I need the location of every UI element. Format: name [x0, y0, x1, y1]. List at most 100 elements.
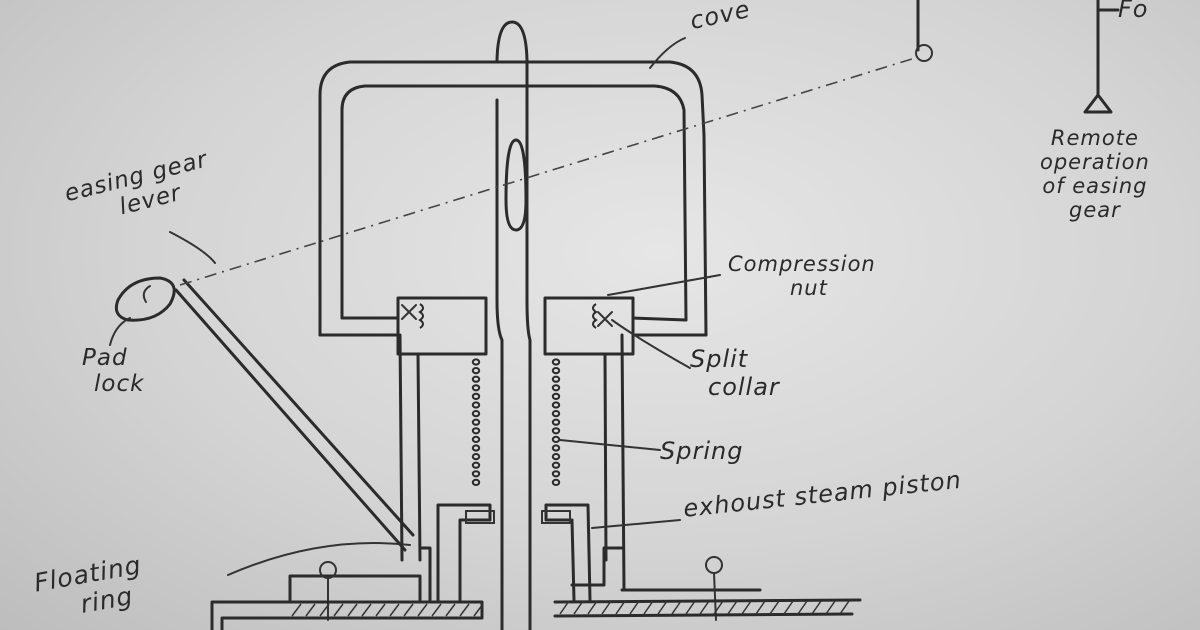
piston-cap-right: [541, 510, 571, 524]
hatch-line: [417, 603, 428, 617]
cover-right-wall: [702, 133, 708, 337]
hatch-line: [797, 600, 808, 615]
spring-coil: [551, 444, 561, 452]
spring-coil: [471, 427, 481, 435]
spring-coil: [551, 461, 561, 469]
spindle-top: [495, 20, 529, 102]
hatch-line: [825, 600, 836, 615]
spring-coil: [551, 384, 561, 392]
leader-spring: [559, 439, 661, 451]
leader-compression: [607, 274, 721, 296]
hatch-line: [741, 600, 752, 615]
spring-right: [551, 358, 561, 486]
hatch-line: [459, 603, 470, 617]
label-compression-line-1: Compression: [728, 252, 876, 276]
spring-coil: [471, 470, 481, 478]
hatch-line: [573, 600, 584, 615]
piston-cap-left: [465, 510, 495, 524]
spring-coil: [551, 470, 561, 478]
hatch-line: [403, 603, 414, 617]
hatch-line: [587, 600, 598, 615]
spring-coil: [471, 392, 481, 400]
label-compression-nut: Compression nut: [728, 252, 876, 300]
spring-coil: [551, 392, 561, 400]
spring-coil: [471, 453, 481, 461]
cover-outline: [318, 60, 706, 337]
leader-split: [611, 319, 691, 369]
collar-coil-left: [418, 303, 424, 329]
hatch-line: [389, 603, 400, 617]
body-wall-right-inner: [603, 352, 608, 562]
spring-coil: [471, 358, 481, 366]
collar-coil-right: [592, 303, 598, 329]
hatch-line: [559, 600, 570, 615]
spring-coil: [551, 478, 561, 486]
hatch-line: [615, 600, 626, 615]
body-wall-right-outer: [620, 333, 626, 592]
remote-triangle: [1083, 93, 1113, 114]
spring-coil: [471, 478, 481, 486]
body-wall-left-inner: [416, 352, 422, 562]
spindle-left: [495, 98, 504, 630]
spindle-right: [525, 98, 532, 630]
spindle-slot: [504, 138, 528, 232]
hatch-line: [629, 600, 640, 615]
label-padlock-line-2: lock: [94, 371, 145, 398]
hatch-line: [473, 603, 484, 617]
spring-coil: [551, 435, 561, 443]
spring-coil: [471, 401, 481, 409]
spring-coil: [551, 401, 561, 409]
leader-cover: [649, 37, 686, 69]
label-remote-line-3: of easing: [1042, 174, 1148, 199]
hatch-line: [347, 603, 358, 617]
easing-lever-arm: [174, 278, 415, 552]
hatch-line: [727, 600, 738, 615]
spring-coil: [551, 358, 561, 366]
hatch-line: [643, 600, 654, 615]
label-remote-operation: Remote operation of easing gear: [1040, 126, 1150, 223]
spring-coil: [471, 410, 481, 418]
hatch-line: [291, 603, 302, 617]
spring-coil: [471, 435, 481, 443]
hatch-line: [783, 600, 794, 615]
hatch-line: [445, 603, 456, 617]
spring-coil: [471, 367, 481, 375]
cover-base-right: [631, 316, 708, 337]
floating-ring-arc: [227, 542, 411, 576]
cover-inner: [340, 84, 688, 322]
leader-lever: [169, 231, 216, 264]
spring-coil: [551, 410, 561, 418]
hatch-line: [811, 600, 822, 615]
piston-left: [436, 503, 492, 602]
label-compression-line-2: nut: [790, 276, 828, 301]
hatch-line: [319, 603, 330, 617]
bolt-right: [705, 556, 723, 574]
label-spring: Spring: [660, 437, 744, 465]
hatch-line: [839, 600, 850, 615]
body-wall-left-outer: [398, 333, 404, 562]
spring-coil: [551, 375, 561, 383]
base-plate-right: [553, 598, 862, 618]
hatch-line: [699, 600, 710, 615]
label-remote-line-4: gear: [1069, 198, 1121, 223]
hatch-line: [431, 603, 442, 617]
split-collar-left: [401, 304, 417, 320]
hatch-line: [601, 600, 612, 615]
base-plate-left: [210, 600, 484, 630]
easing-gear-line: [179, 57, 916, 286]
spring-coil: [471, 444, 481, 452]
split-collar-right: [597, 311, 613, 327]
hatch-line: [685, 600, 696, 615]
hatch-line: [713, 600, 724, 615]
spring-coil: [471, 375, 481, 383]
seat-left: [288, 546, 432, 602]
spring-coil: [551, 418, 561, 426]
remote-ring-left: [915, 44, 933, 62]
remote-rod-right: [1096, 0, 1120, 97]
leader-padlock: [109, 317, 131, 346]
hatch-line: [755, 600, 766, 615]
hatch-line: [657, 600, 668, 615]
hatching: [291, 600, 850, 617]
